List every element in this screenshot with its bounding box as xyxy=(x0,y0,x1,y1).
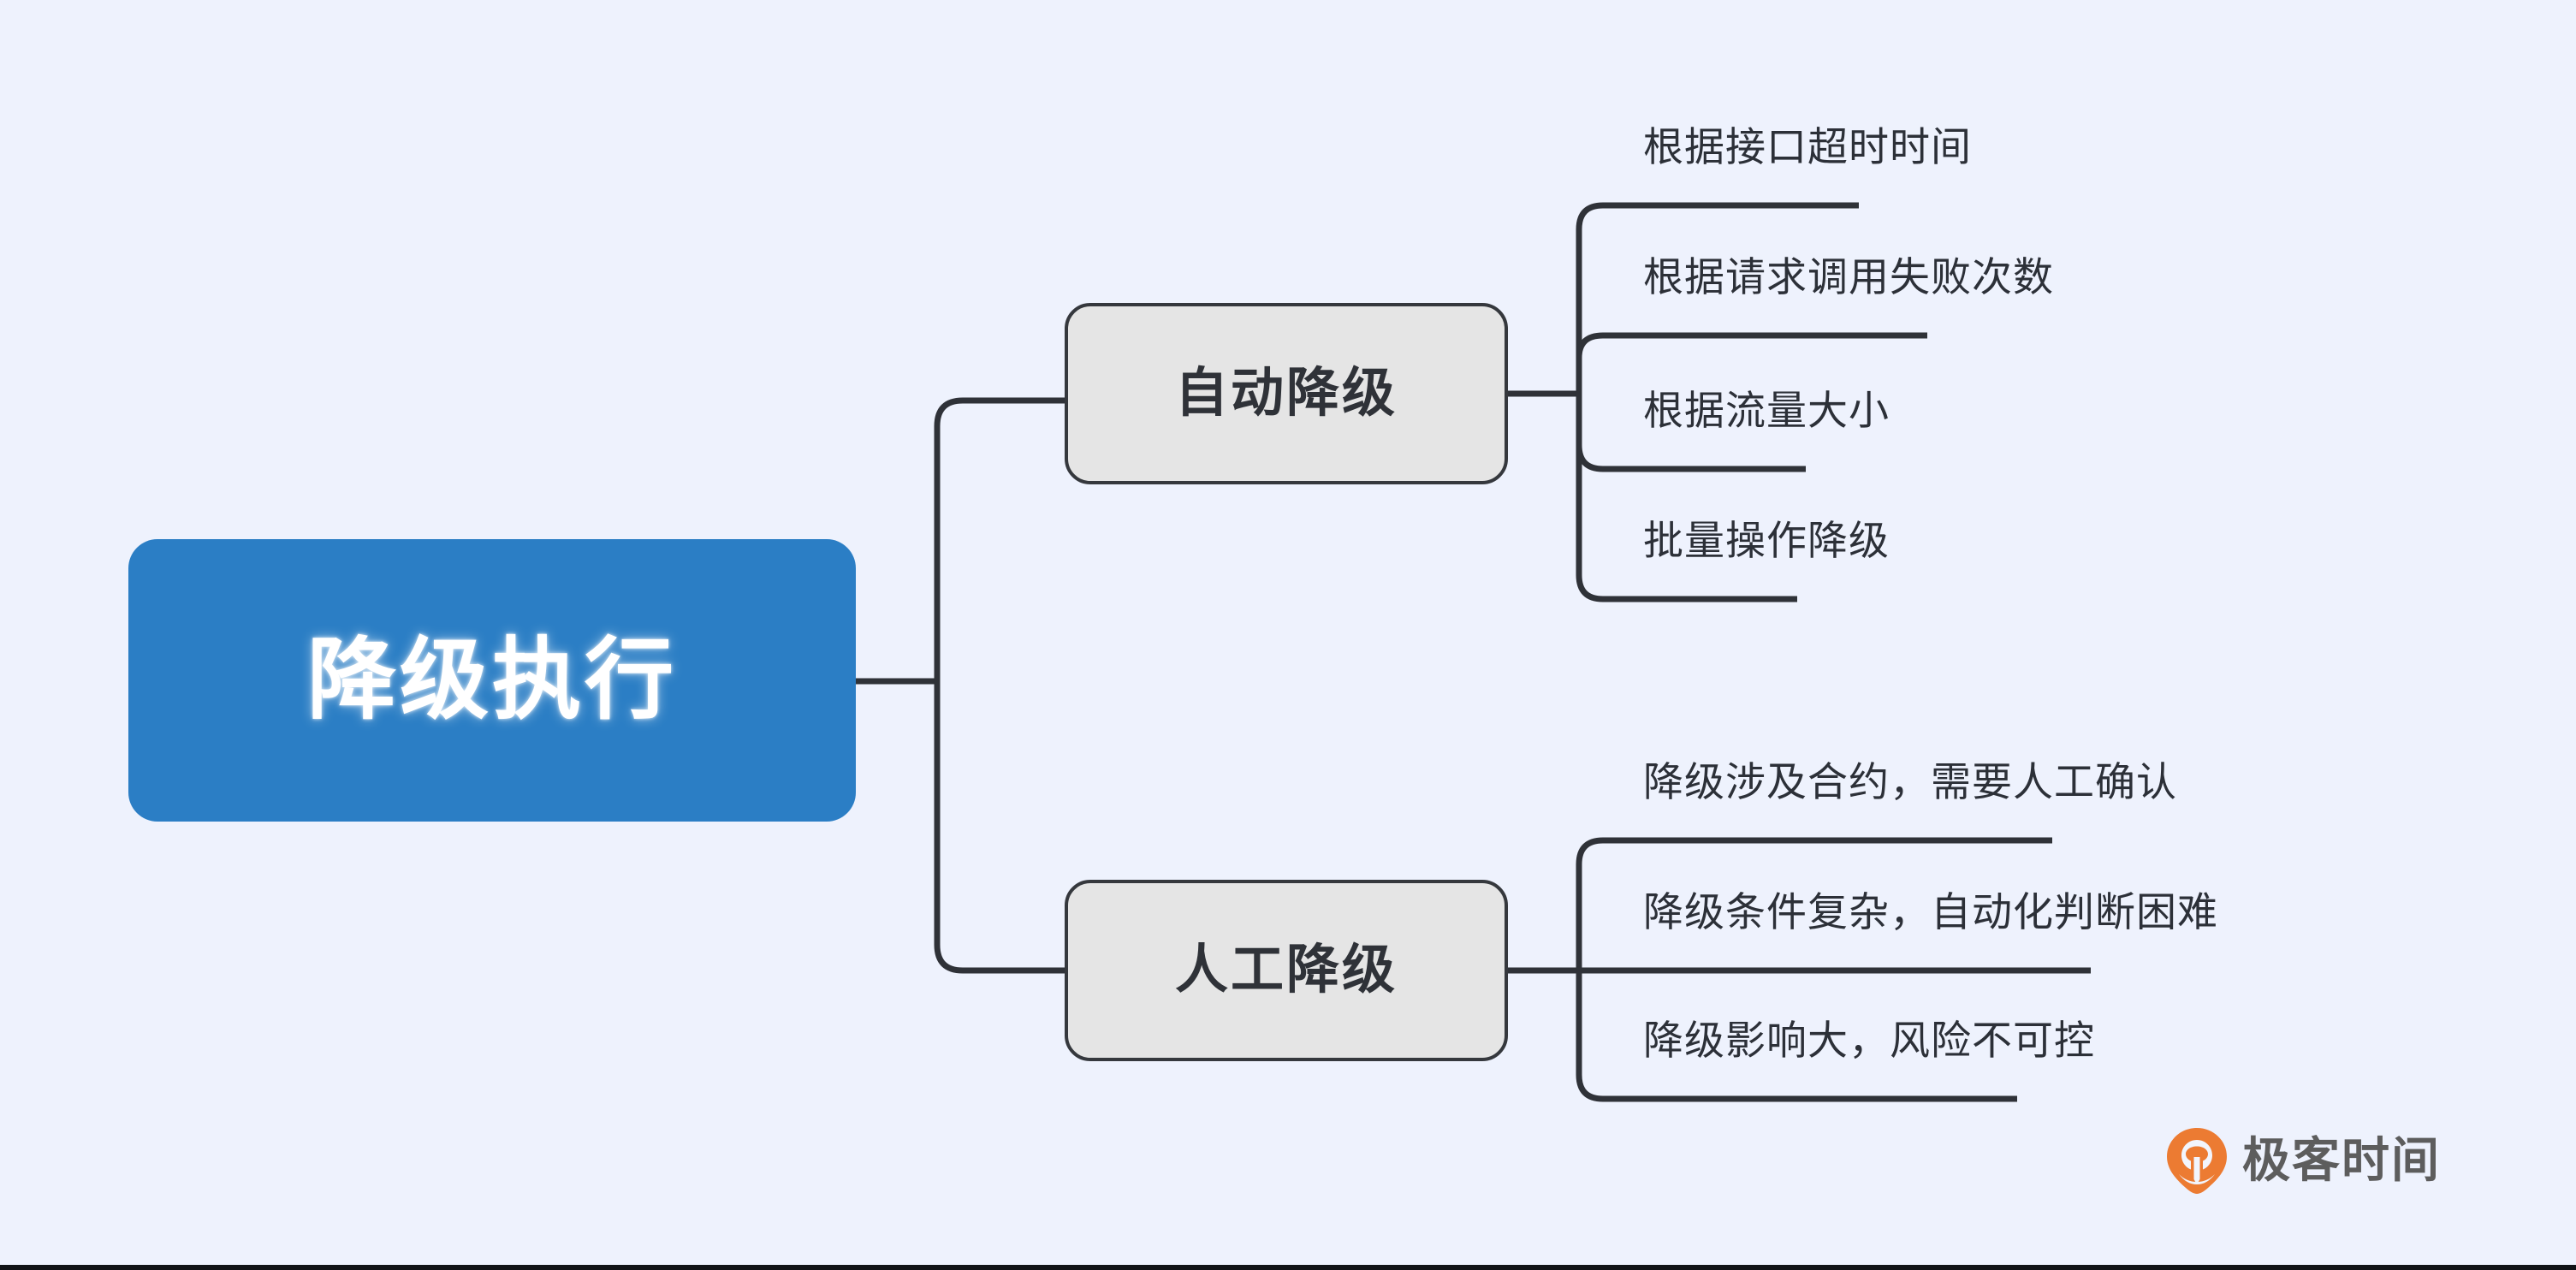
leaf-label[interactable]: 降级涉及合约，需要人工确认 xyxy=(1643,759,2177,804)
root-node[interactable]: 降级执行 xyxy=(128,539,856,822)
leaf-label[interactable]: 降级条件复杂，自动化判断困难 xyxy=(1643,889,2218,935)
connector-branch1-leaf0 xyxy=(1576,837,2052,970)
connector-branch0-leaf3 xyxy=(1576,394,1797,602)
leaf-label[interactable]: 根据接口超时时间 xyxy=(1643,124,1972,169)
connector-root-trunk-2 xyxy=(934,681,1065,974)
connector-branch0-leaf0 xyxy=(1576,202,1859,394)
branch-node-label: 自动降级 xyxy=(1174,364,1398,423)
geektime-pin-icon xyxy=(2167,1128,2227,1194)
branch-node-automatic[interactable]: 自动降级 xyxy=(1065,303,1508,484)
leaf-label[interactable]: 根据请求调用失败次数 xyxy=(1643,254,2054,300)
branch-node-label: 人工降级 xyxy=(1174,941,1398,1000)
watermark-logo: 极客时间 xyxy=(2165,1126,2441,1195)
bottom-edge-strip xyxy=(0,1265,2576,1270)
leaf-label[interactable]: 批量操作降级 xyxy=(1643,518,1890,563)
connector-root-trunk xyxy=(934,397,1065,681)
leaf-label[interactable]: 根据流量大小 xyxy=(1643,388,1890,433)
branch-node-manual[interactable]: 人工降级 xyxy=(1065,880,1508,1061)
watermark-text: 极客时间 xyxy=(2242,1133,2441,1187)
leaf-label[interactable]: 降级影响大，风险不可控 xyxy=(1643,1018,2095,1063)
root-node-label: 降级执行 xyxy=(306,631,677,730)
connector-branch0-leaf1 xyxy=(1576,332,1927,394)
connector-branch1-leaf2 xyxy=(1576,970,2017,1102)
